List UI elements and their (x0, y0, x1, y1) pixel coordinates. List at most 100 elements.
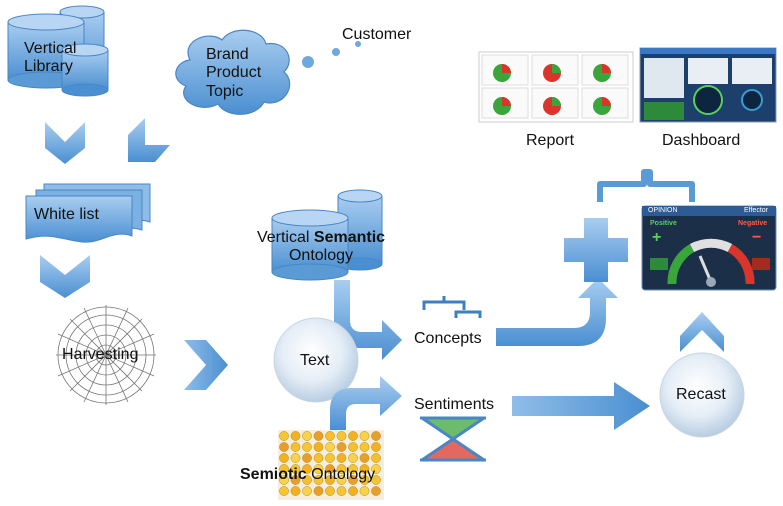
semantic-ontology-cylinders (271, 189, 383, 281)
thought-bubble (355, 41, 361, 47)
chevron-up-icon (680, 312, 724, 352)
emoji-face-icon (313, 486, 324, 496)
emoji-face-icon (336, 486, 347, 496)
plus-icon (564, 218, 628, 282)
report-pie-slice (502, 97, 511, 106)
emoji-face-icon (313, 464, 324, 474)
white-list-documents (25, 183, 151, 243)
concepts-tree-icon (422, 296, 482, 318)
recast-label: Recast (676, 386, 726, 403)
emoji-face-icon (290, 442, 301, 452)
concepts-label: Concepts (414, 330, 482, 347)
chevron-down-left-icon (128, 118, 170, 162)
svg-text:−: − (752, 229, 761, 246)
chevron-down-icon (45, 122, 85, 164)
report-pie-slice (552, 64, 561, 73)
emoji-face-icon (290, 431, 301, 441)
emoji-face-icon (348, 453, 358, 463)
report-pie-slice (602, 64, 611, 73)
text-label: Text (300, 352, 330, 369)
vertical-library-cylinders (7, 5, 109, 97)
emoji-face-icon (313, 453, 324, 463)
arrow-to-sentiments (330, 376, 402, 430)
emoji-face-icon (336, 475, 347, 485)
brand-topic-cloud (175, 29, 291, 115)
report-label: Report (526, 132, 575, 149)
emoji-face-icon (302, 486, 312, 496)
dashboard-label: Dashboard (662, 132, 741, 149)
emoji-face-icon (313, 442, 324, 452)
emoji-face-icon (325, 431, 335, 441)
widget-positive-label: Positive (650, 220, 677, 227)
emoji-face-icon (348, 486, 358, 496)
report-pie-slice (502, 64, 511, 73)
dashboard-thumbnail (639, 47, 777, 123)
emoji-face-icon (302, 475, 312, 485)
widget-title: OPINION (648, 207, 678, 214)
emoji-face-icon (302, 442, 312, 452)
thought-bubble (302, 56, 314, 68)
emoji-face-icon (371, 464, 381, 474)
sentiments-icon (420, 416, 486, 462)
white-list-label: White list (34, 206, 99, 223)
emoji-face-icon (371, 475, 381, 485)
widget-brand: Effector (744, 207, 768, 214)
emoji-face-icon (348, 464, 358, 474)
vertical-semantic-ontology-label: Vertical Semantic Ontology (256, 229, 386, 265)
emoji-face-icon (313, 475, 324, 485)
semiotic-ontology-label: Semiotic Ontology (240, 466, 376, 483)
emoji-face-icon (348, 475, 358, 485)
emoji-face-icon (302, 464, 312, 474)
emoji-grid-image (278, 430, 384, 500)
thought-bubble (332, 48, 340, 56)
recast-sphere (659, 352, 745, 438)
chevron-down-icon (40, 255, 90, 298)
emoji-face-icon (290, 464, 301, 474)
emoji-face-icon (290, 453, 301, 463)
emoji-face-icon (290, 475, 301, 485)
svg-text:+: + (652, 229, 661, 246)
emoji-face-icon (325, 442, 335, 452)
report-thumbnail (478, 51, 634, 123)
emoji-face-icon (313, 431, 324, 441)
widget-negative-label: Negative (738, 220, 768, 227)
emoji-face-icon (325, 486, 335, 496)
emoji-face-icon (279, 442, 289, 452)
emoji-face-icon (371, 486, 381, 496)
sentiments-label: Sentiments (414, 396, 495, 413)
opinion-gauge-widget: + − (641, 205, 777, 291)
emoji-face-icon (336, 431, 347, 441)
text-sphere (273, 317, 359, 403)
emoji-face-icon (279, 475, 289, 485)
spider-web-icon (56, 305, 156, 405)
report-pie-slice (552, 97, 561, 106)
arrow-to-plus (496, 278, 618, 346)
emoji-face-icon (336, 464, 347, 474)
emoji-face-icon (371, 453, 381, 463)
emoji-face-icon (359, 453, 370, 463)
emoji-face-icon (325, 453, 335, 463)
emoji-face-icon (279, 431, 289, 441)
emoji-face-icon (325, 464, 335, 474)
chevron-right-icon (184, 340, 228, 390)
emoji-face-icon (336, 442, 347, 452)
arrow-to-recast (512, 382, 650, 430)
emoji-face-icon (290, 486, 301, 496)
report-pie-slice (602, 97, 611, 106)
emoji-face-icon (359, 475, 370, 485)
harvesting-label: Harvesting (62, 346, 139, 363)
emoji-face-icon (359, 486, 370, 496)
emoji-face-icon (371, 431, 381, 441)
emoji-face-icon (302, 431, 312, 441)
emoji-face-icon (336, 453, 347, 463)
emoji-face-icon (279, 453, 289, 463)
group-bracket (597, 169, 695, 202)
vertical-library-label: Vertical Library (24, 40, 77, 76)
emoji-face-icon (359, 464, 370, 474)
emoji-face-icon (279, 486, 289, 496)
emoji-face-icon (348, 431, 358, 441)
emoji-face-icon (359, 431, 370, 441)
emoji-face-icon (348, 442, 358, 452)
brand-topic-label: Brand Product Topic (206, 46, 262, 100)
